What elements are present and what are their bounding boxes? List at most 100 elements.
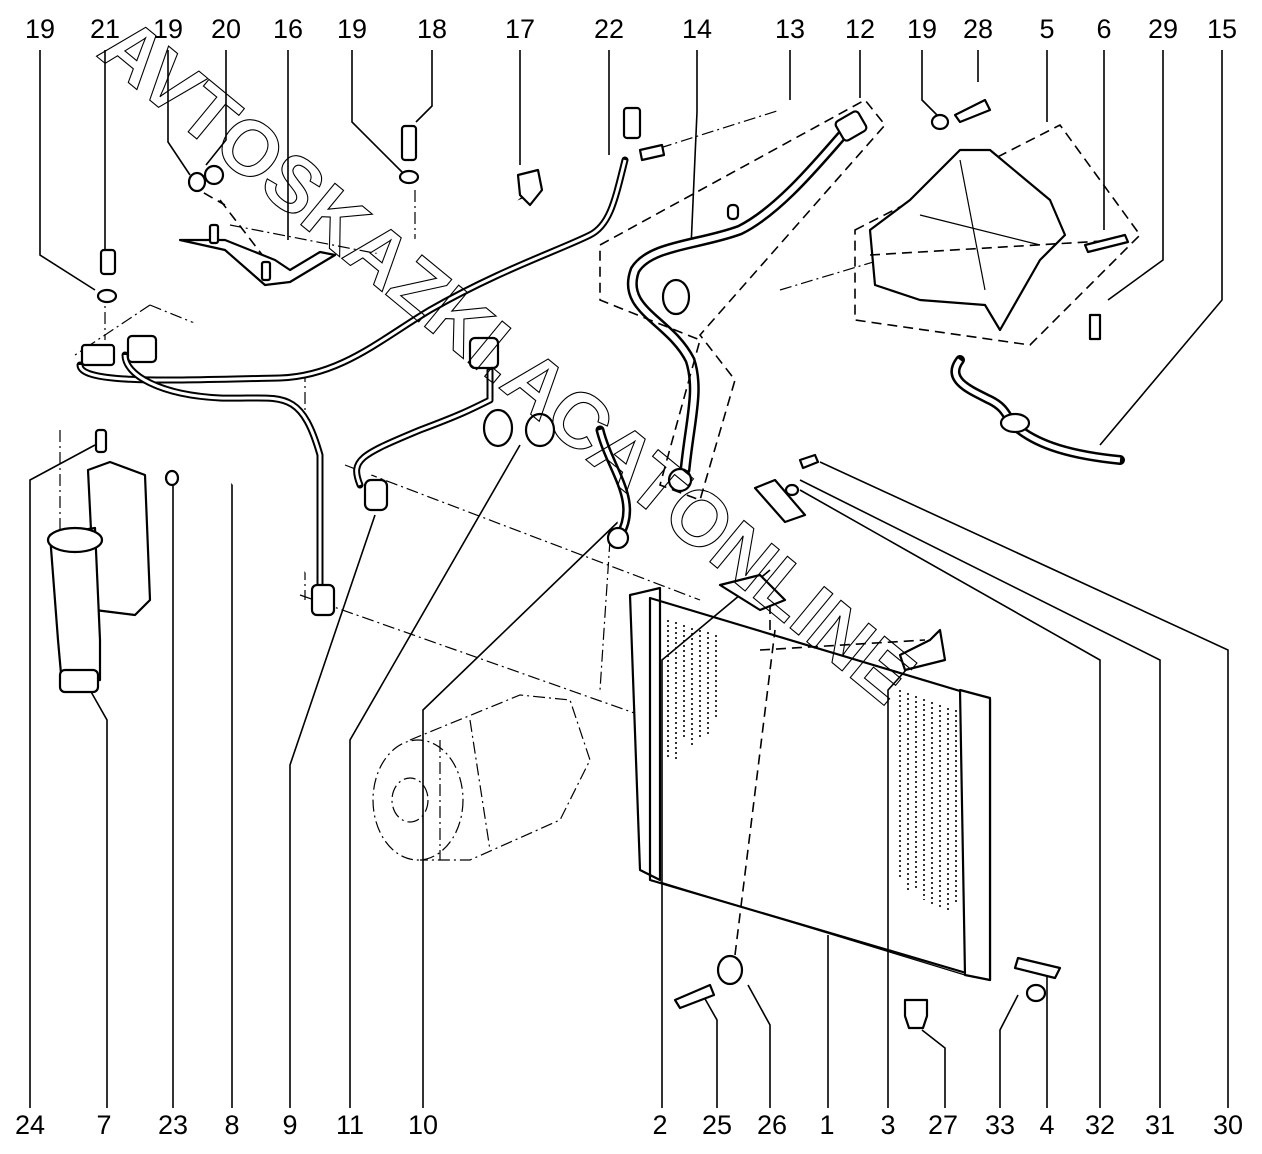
callout-33: 33 xyxy=(984,1110,1016,1140)
leader-30 xyxy=(819,461,1229,1108)
leader-14 xyxy=(689,50,698,271)
bolt-21 xyxy=(99,248,117,276)
callout-17: 17 xyxy=(504,14,536,44)
mount-27 xyxy=(903,998,929,1030)
nut-23 xyxy=(164,469,180,487)
callout-19: 19 xyxy=(336,14,368,44)
leader-33 xyxy=(999,994,1019,1108)
leader-26 xyxy=(747,984,771,1108)
callout-7: 7 xyxy=(96,1110,112,1140)
leader-31 xyxy=(799,479,1161,1108)
callout-5: 5 xyxy=(1039,14,1055,44)
bolt-25 xyxy=(673,983,716,1010)
callout-11: 11 xyxy=(335,1110,365,1140)
bolt-28 xyxy=(953,98,992,124)
callout-32: 32 xyxy=(1084,1110,1116,1140)
leader-24 xyxy=(29,444,96,1108)
leader-11 xyxy=(349,444,521,1108)
hose-10 xyxy=(595,425,632,550)
callout-6: 6 xyxy=(1096,14,1112,44)
leader-32 xyxy=(799,489,1101,1108)
hardware xyxy=(94,98,1062,1030)
callout-23: 23 xyxy=(157,1110,189,1140)
callout-13: 13 xyxy=(774,14,806,44)
clip-4 xyxy=(1013,956,1062,980)
dehydrator-7 xyxy=(46,460,152,694)
callout-14: 14 xyxy=(681,14,713,44)
washer-19d xyxy=(930,113,950,131)
leader-lines-top xyxy=(39,50,1223,446)
callout-3: 3 xyxy=(880,1110,896,1140)
callout-16: 16 xyxy=(272,14,304,44)
callout-28: 28 xyxy=(962,14,994,44)
washer-19b xyxy=(187,171,207,193)
leader-18 xyxy=(415,50,433,123)
compressor xyxy=(372,694,591,861)
clip-17 xyxy=(516,168,544,207)
drain-hose-15 xyxy=(950,355,1125,465)
leader-2 xyxy=(661,569,771,1108)
callout-22: 22 xyxy=(593,14,625,44)
screw-6 xyxy=(1083,233,1130,254)
pressure-switch xyxy=(622,106,642,140)
callout-24: 24 xyxy=(14,1110,46,1140)
condenser-1 xyxy=(628,573,992,982)
leader-19c xyxy=(351,50,411,181)
leader-19d xyxy=(921,50,941,119)
leader-19b xyxy=(167,50,191,176)
leader-25 xyxy=(699,989,718,1108)
bolt-30 xyxy=(798,453,820,470)
pipe-flange-right xyxy=(126,334,158,364)
callout-21: 21 xyxy=(89,14,121,44)
pipe-assembly-8-22 xyxy=(76,106,666,617)
screw-29 xyxy=(1088,313,1102,341)
callout-27: 27 xyxy=(927,1110,959,1140)
leader-lines-bottom xyxy=(29,405,1229,1108)
callout-31: 31 xyxy=(1144,1110,1176,1140)
bracket-2 xyxy=(718,573,787,612)
washer-26 xyxy=(716,954,744,986)
pipe-11 xyxy=(353,336,556,512)
leader-3 xyxy=(887,659,916,1108)
callout-9: 9 xyxy=(282,1110,298,1140)
pipe-end-block-9 xyxy=(310,583,336,617)
pipe-flange-left xyxy=(80,343,116,367)
callout-15: 15 xyxy=(1206,14,1238,44)
leader-9 xyxy=(289,514,376,1108)
washer-31 xyxy=(784,483,800,497)
washer-19a xyxy=(96,288,118,304)
leader-29 xyxy=(1107,50,1164,301)
callout-30: 30 xyxy=(1212,1110,1244,1140)
callout-2: 2 xyxy=(652,1110,668,1140)
callout-25: 25 xyxy=(701,1110,733,1140)
callout-26: 26 xyxy=(756,1110,788,1140)
callout-19: 19 xyxy=(152,14,184,44)
leader-20 xyxy=(205,50,227,166)
leader-19a xyxy=(39,50,96,291)
callout-19: 19 xyxy=(24,14,56,44)
leader-7 xyxy=(89,689,108,1108)
bracket-16 xyxy=(178,223,337,287)
bolt-24 xyxy=(94,428,108,454)
callout-20: 20 xyxy=(210,14,242,44)
hose-13 xyxy=(599,98,887,502)
callout-10: 10 xyxy=(407,1110,439,1140)
callout-8: 8 xyxy=(224,1110,240,1140)
callout-19: 19 xyxy=(906,14,938,44)
leader-27 xyxy=(921,1029,946,1108)
clamp-14 xyxy=(661,278,691,316)
bracket-3 xyxy=(898,628,947,672)
bolt-18 xyxy=(400,124,418,162)
expansion-valve-5 xyxy=(854,123,1142,346)
washer-19c xyxy=(398,169,420,185)
callout-12: 12 xyxy=(844,14,876,44)
leader-10 xyxy=(422,519,621,1108)
leader-15 xyxy=(1099,50,1223,446)
callout-4: 4 xyxy=(1039,1110,1055,1140)
callout-18: 18 xyxy=(416,14,448,44)
nut-20 xyxy=(203,164,225,186)
grommet-33 xyxy=(1025,983,1047,1003)
callout-1: 1 xyxy=(819,1110,835,1140)
